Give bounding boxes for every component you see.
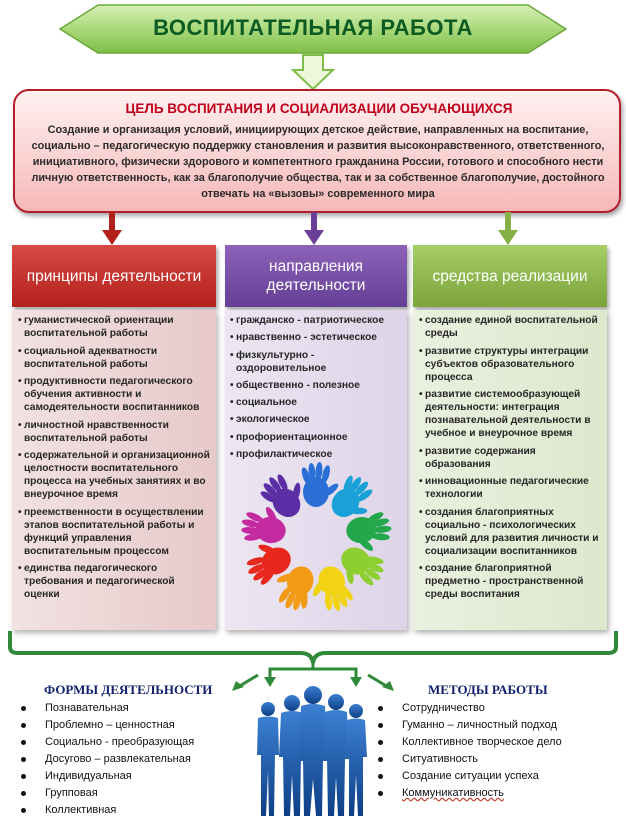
principles-header: принципы деятельности [12,245,216,307]
method-item: Коллективное творческое дело [374,734,614,751]
direction-item: физкультурно - оздоровительное [230,349,401,375]
method-item: Сотрудничество [374,700,614,717]
title-banner [58,4,568,54]
bracket-connector [8,631,618,691]
principle-item: единства педагогического требования и пе… [18,562,210,601]
page-title: ВОСПИТАТЕЛЬНАЯ РАБОТА [153,15,473,40]
method-item: Гуманно – личностный подход [374,717,614,734]
form-item: Групповая [17,785,247,802]
principle-item: содержательной и организационной целостн… [18,449,210,501]
direction-item: экологическое [230,413,401,426]
direction-item: гражданско - патриотическое [230,314,401,327]
people-silhouettes-illustration [257,686,367,816]
hand-print-icon [312,566,353,611]
methods-title: МЕТОДЫ РАБОТЫ [428,682,548,697]
means-list: создание единой воспитательной среды раз… [413,310,607,630]
form-item: Социально - преобразующая [17,734,247,751]
principle-item: гуманистической ориентации воспитательно… [18,314,210,340]
method-item: Коммуникативность [374,785,614,802]
arrow-down-icon [102,212,122,245]
direction-item: нравственно - эстетическое [230,331,401,344]
directions-header: направления деятельности [225,245,407,307]
methods-list: Сотрудничество Гуманно – личностный подх… [374,700,614,802]
arrow-down-icon [304,212,324,245]
means-item: создания благоприятных социально - психо… [419,506,601,558]
goal-box: ЦЕЛЬ ВОСПИТАНИЯ И СОЦИАЛИЗАЦИИ ОБУЧАЮЩИХ… [13,89,621,213]
hand-print-icon [301,462,339,507]
direction-item: общественно - полезное [230,379,401,392]
arrow-down-icon [291,54,335,90]
means-item: развитие структуры интеграции субъектов … [419,345,601,384]
form-item: Индивидуальная [17,768,247,785]
principle-item: социальной адекватности воспитательной р… [18,345,210,371]
arrow-down-icon [498,212,518,245]
hand-print-icon [341,547,384,586]
principle-item: преемственности в осуществлении этапов в… [18,506,210,558]
means-item: развитие системообразующей деятельности:… [419,388,601,440]
hand-print-icon [246,544,291,585]
forms-title: ФОРМЫ ДЕЯТЕЛЬНОСТИ [44,682,213,697]
direction-item: социальное [230,396,401,409]
hand-print-icon [346,512,392,551]
method-item: Создание ситуации успеха [374,768,614,785]
forms-list: Познавательная Проблемно – ценностная Со… [17,700,247,819]
form-item: Досугово – развлекательная [17,751,247,768]
method-item-text: Коммуникативность [402,787,504,799]
means-item: инновационные педагогические технологии [419,475,601,501]
means-header: средства реализации [413,245,607,307]
direction-item: профилактическое [230,448,401,461]
means-item: развитие содержания образования [419,445,601,471]
means-item: создание благоприятной предметно - прост… [419,562,601,601]
hand-print-icon [260,474,301,518]
form-item: Познавательная [17,700,247,717]
form-item: Проблемно – ценностная [17,717,247,734]
goal-text: Создание и организация условий, иницииру… [31,124,605,200]
principle-item: личностной нравственности воспитательной… [18,419,210,445]
hand-print-icon [331,475,373,518]
hand-print-icon [276,566,314,611]
means-item: создание единой воспитательной среды [419,314,601,340]
direction-item: профориентационное [230,431,401,444]
hand-print-icon [241,506,286,544]
form-item: Коллективная [17,802,247,819]
colorful-hands-illustration [241,462,392,611]
method-item: Ситуативность [374,751,614,768]
principles-list: гуманистической ориентации воспитательно… [12,310,216,630]
principle-item: продуктивности педагогического обучения … [18,375,210,414]
goal-title: ЦЕЛЬ ВОСПИТАНИЯ И СОЦИАЛИЗАЦИИ ОБУЧАЮЩИХ… [125,101,513,116]
